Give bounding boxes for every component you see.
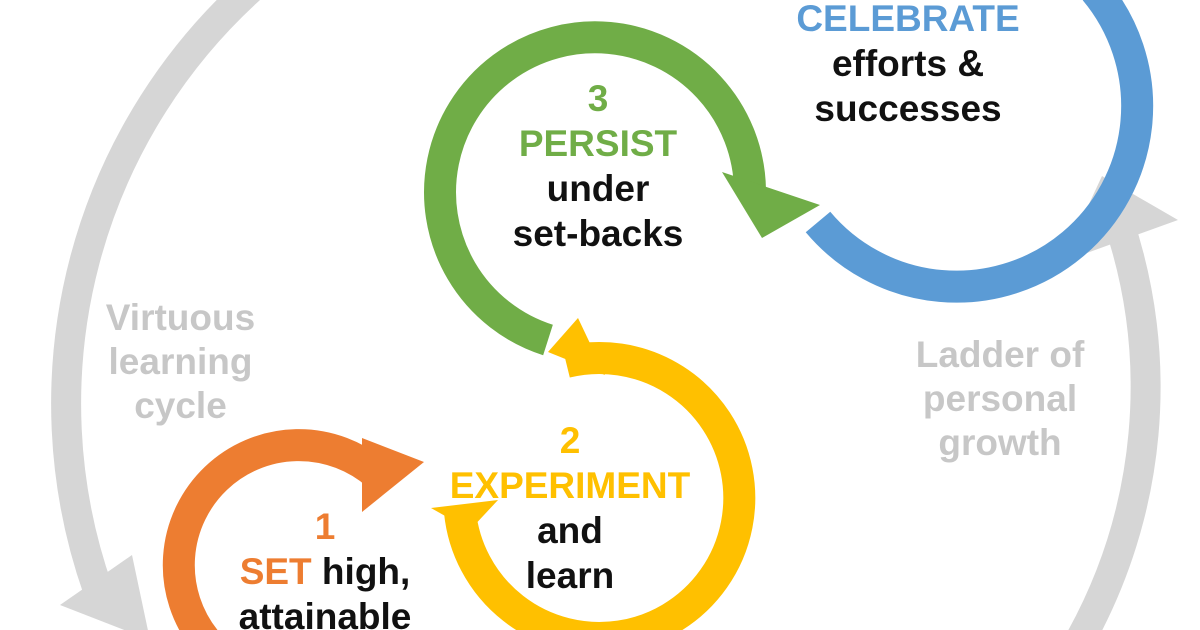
ladder-label-line: personal xyxy=(922,378,1078,419)
persist-ring-arc xyxy=(424,21,766,356)
cycle-label-line: Virtuous xyxy=(105,297,256,338)
set-ring-arc xyxy=(162,429,389,630)
step-persist-keyword: PERSIST xyxy=(518,123,678,164)
step-set-keyword: SET xyxy=(239,551,312,592)
persist-arrowhead xyxy=(722,172,820,238)
celebrate-ring-arc xyxy=(805,0,1154,303)
step-celebrate-keyword: CELEBRATE xyxy=(796,0,1020,39)
step-set-number: 1 xyxy=(314,506,336,547)
step-set-text: high, xyxy=(311,551,411,592)
cycle-label: Virtuous learning cycle xyxy=(78,296,283,428)
step-persist-label: 3 PERSIST under set-backs xyxy=(478,76,718,256)
step-set-headline: SET high, xyxy=(205,549,445,594)
step-experiment-text: learn xyxy=(525,555,615,596)
ladder-label-line: Ladder of xyxy=(915,334,1085,375)
step-experiment-text: and xyxy=(537,510,603,551)
ladder-label: Ladder of personal growth xyxy=(890,333,1110,465)
step-persist-text: under xyxy=(546,168,650,209)
experiment-arrowhead-base xyxy=(431,500,498,530)
step-celebrate-text: efforts & xyxy=(831,43,985,84)
step-persist-number: 3 xyxy=(587,78,609,119)
experiment-ring-arc xyxy=(444,342,756,630)
step-set-label: 1 SET high, attainable xyxy=(205,504,445,630)
gray-cycle-arrowhead xyxy=(60,555,148,630)
cycle-label-line: learning xyxy=(108,341,253,382)
set-arrowhead xyxy=(362,438,424,512)
step-persist-text: set-backs xyxy=(512,213,684,254)
ladder-label-line: growth xyxy=(938,422,1062,463)
step-experiment-number: 2 xyxy=(559,420,581,461)
step-celebrate-text: successes xyxy=(814,88,1002,129)
gray-cycle-arc xyxy=(51,0,261,595)
experiment-arrowhead xyxy=(548,318,605,375)
cycle-label-line: cycle xyxy=(134,385,227,426)
step-experiment-keyword: EXPERIMENT xyxy=(449,465,691,506)
gray-ladder-arc xyxy=(1068,215,1161,630)
step-set-text: attainable xyxy=(238,596,412,630)
step-celebrate-label: CELEBRATE efforts & successes xyxy=(788,0,1028,131)
step-experiment-label: 2 EXPERIMENT and learn xyxy=(430,418,710,598)
